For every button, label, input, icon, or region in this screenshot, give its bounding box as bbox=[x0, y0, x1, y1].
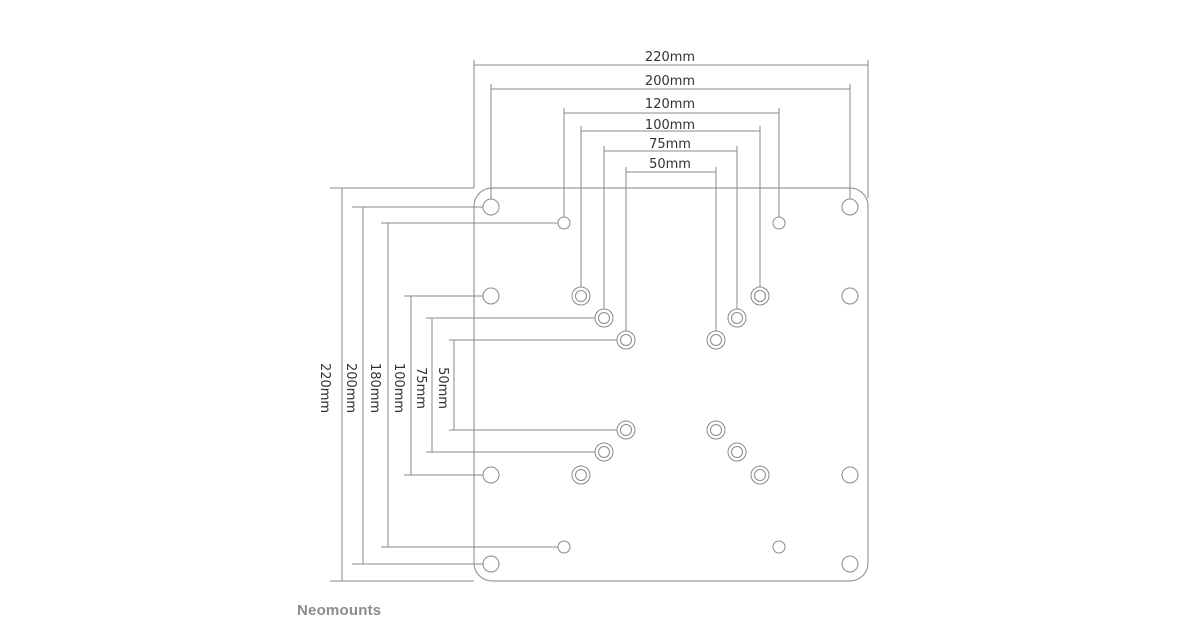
dimension-label-v-50: 50mm bbox=[435, 367, 450, 409]
horizontal-dimension-lines bbox=[473, 60, 869, 331]
dimension-label-h-200: 200mm bbox=[645, 74, 695, 89]
dimension-label-h-50: 50mm bbox=[649, 157, 691, 172]
mounting-plate bbox=[473, 187, 869, 582]
vertical-dimension-lines bbox=[330, 187, 617, 582]
dimension-label-v-220: 220mm bbox=[317, 363, 332, 413]
dimension-label-h-220: 220mm bbox=[645, 50, 695, 65]
brand-logo: Neomounts bbox=[297, 602, 382, 619]
dimension-label-v-100: 100mm bbox=[391, 363, 406, 413]
dimension-label-h-120: 120mm bbox=[645, 97, 695, 112]
dimension-label-v-180: 180mm bbox=[367, 363, 382, 413]
dimension-label-v-75: 75mm bbox=[413, 367, 428, 409]
dimension-label-v-200: 200mm bbox=[343, 363, 358, 413]
dimension-label-h-75: 75mm bbox=[649, 137, 691, 152]
mounting-holes bbox=[482, 198, 859, 573]
dimension-label-h-100: 100mm bbox=[645, 118, 695, 133]
